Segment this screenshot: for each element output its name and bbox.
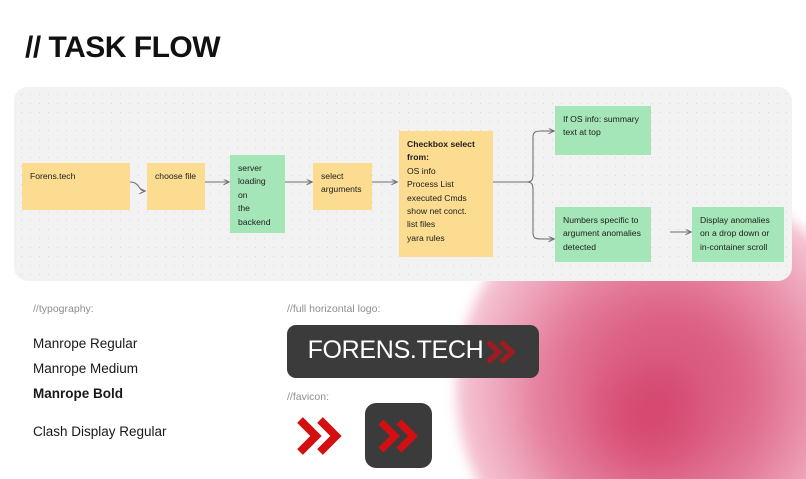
flow-node-line: server [238,163,262,173]
flow-node-select-arguments[interactable]: select arguments [313,163,372,210]
flow-node-line: arguments [321,184,362,195]
flow-node-heading: Checkbox select [407,139,475,149]
flow-node-line: Numbers specific to [563,215,639,225]
flow-node-option-show-net-conct[interactable]: show net conct. [407,206,467,217]
flow-node-option-os-info[interactable]: OS info [407,165,436,176]
flow-connectors [129,87,792,281]
flow-node-line: backend [238,216,271,227]
typography-sample-manrope-regular: Manrope Regular [33,336,138,351]
typography-sample-manrope-bold: Manrope Bold [33,386,123,401]
flow-node-line: text at top [563,127,601,138]
flow-node-option-list-files[interactable]: list files [407,219,436,230]
typography-sample-manrope-medium: Manrope Medium [33,361,139,376]
logo-wordmark: FORENS.TECH [307,336,484,364]
flow-node-line: Forens.tech [30,171,76,181]
flow-node-os-info-summary[interactable]: If OS info: summary text at top [555,106,651,155]
pink-glow-decoration-inner [526,279,766,479]
flow-node-line: detected [563,241,596,252]
flow-node-line: the [238,203,250,214]
flow-node-choose-file[interactable]: choose file [147,163,205,210]
flow-node-line: argument anomalies [563,228,641,239]
typography-section-label: //typography: [33,303,94,315]
flow-node-line: loading on [238,176,266,200]
favicon-dark-tile [365,403,432,468]
typography-sample-clash-display-regular: Clash Display Regular [33,424,167,439]
flow-node-line: in-container scroll [700,241,768,252]
logo-section-label: //full horizontal logo: [287,303,381,315]
flow-node-forens-tech[interactable]: Forens.tech [22,163,130,210]
favicon-section-label: //favicon: [287,391,330,403]
flow-node-server-loading[interactable]: server loading on the backend [230,155,285,233]
page-title: // TASK FLOW [25,31,221,64]
flow-node-display-anomalies[interactable]: Display anomalies on a drop down or in-c… [692,207,784,262]
flow-node-option-process-list[interactable]: Process List [407,179,454,190]
flow-node-checkbox-select[interactable]: Checkbox select from: OS info Process Li… [399,131,493,257]
favicon-chevron-plain [292,412,348,460]
task-flow-panel: Forens.tech choose file server loading o… [14,87,792,281]
double-chevron-icon [378,419,418,452]
flow-node-heading: from: [407,152,429,163]
flow-node-line: If OS info: summary [563,114,639,124]
flow-node-option-yara-rules[interactable]: yara rules [407,232,445,243]
flow-node-numbers-anomalies[interactable]: Numbers specific to argument anomalies d… [555,207,651,262]
full-horizontal-logo: FORENS.TECH [287,325,539,378]
flow-node-option-executed-cmds[interactable]: executed Cmds [407,192,467,203]
flow-node-line: select [321,171,344,181]
flow-node-line: choose file [155,171,197,181]
flow-node-line: on a drop down or [700,228,770,239]
flow-node-line: Display anomalies [700,215,770,225]
double-chevron-icon [484,337,518,367]
